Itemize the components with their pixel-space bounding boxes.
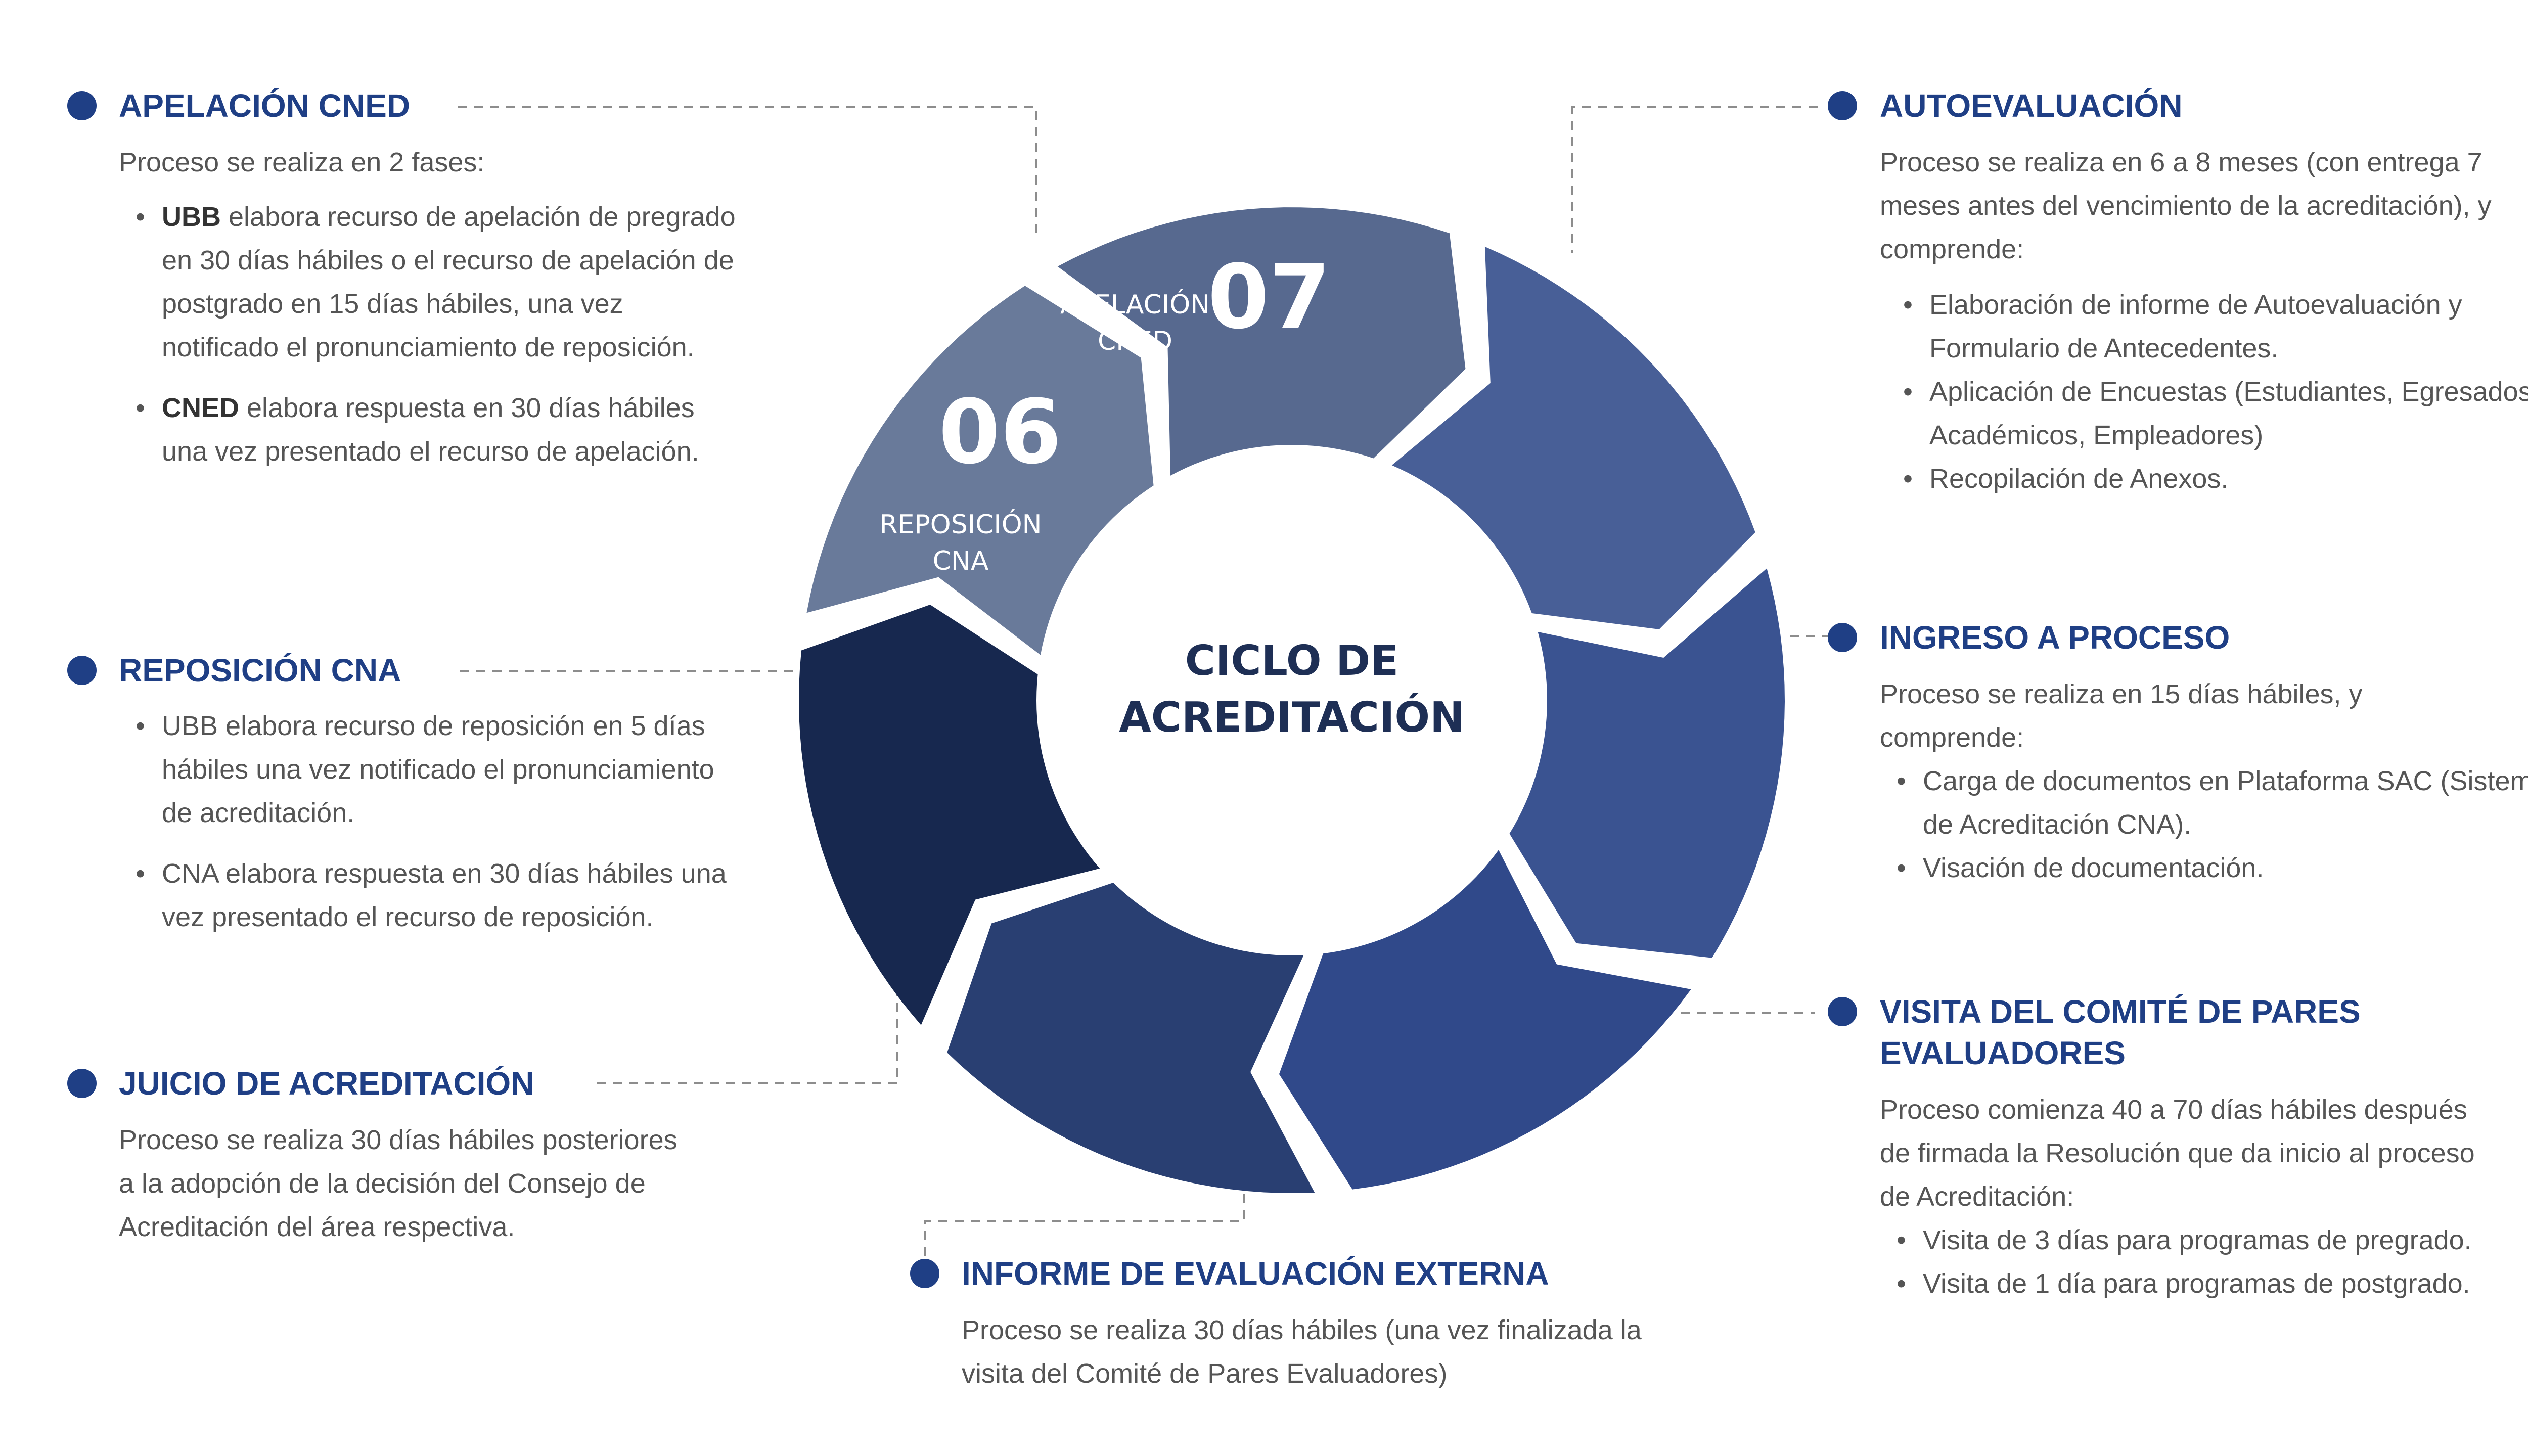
list-item: • UBB elabora recurso de reposición en 5… <box>136 704 745 835</box>
connector-juicio <box>597 986 898 1084</box>
list-item: • Aplicación de Encuestas (Estudiantes, … <box>1903 370 2528 457</box>
list-item-text: elabora recurso de apelación de pregrado… <box>162 202 736 362</box>
panel-informe-evaluacion-externa: INFORME DE EVALUACIÓN EXTERNA Proceso se… <box>910 1253 1739 1395</box>
list-item-text: Elaboración de informe de Autoevaluación… <box>1929 290 2462 363</box>
list-item: • UBB elabora recurso de apelación de pr… <box>136 195 745 369</box>
panel-title: APELACIÓN CNED <box>119 87 411 124</box>
panel-title: JUICIO DE ACREDITACIÓN <box>119 1065 534 1102</box>
list-item-text: Aplicación de Encuestas (Estudiantes, Eg… <box>1929 377 2528 450</box>
list-item-strong: UBB <box>162 202 221 232</box>
panel-autoevaluacion: AUTOEVALUACIÓN Proceso se realiza en 6 a… <box>1828 85 2528 500</box>
panel-list: • UBB elabora recurso de apelación de pr… <box>136 195 745 473</box>
panel-list: • Elaboración de informe de Autoevaluaci… <box>1903 283 2528 500</box>
bullet-icon: • <box>1897 1268 1906 1299</box>
list-item: • Elaboración de informe de Autoevaluaci… <box>1903 283 2528 370</box>
panel-head: INGRESO A PROCESO <box>1828 617 2528 658</box>
list-item-text: Visita de 3 días para programas de pregr… <box>1923 1225 2472 1255</box>
panel-intro: Proceso se realiza en 2 fases: <box>119 147 485 177</box>
bullet-icon: • <box>136 202 145 232</box>
panel-head: JUICIO DE ACREDITACIÓN <box>67 1063 745 1104</box>
bullet-icon: • <box>1897 766 1906 796</box>
segment-number-06: 06 <box>938 381 1062 484</box>
bullet-icon: • <box>136 858 145 889</box>
connector-apelacion <box>458 106 1037 238</box>
list-item: • Visita de 1 día para programas de post… <box>1897 1262 2487 1305</box>
panel-intro: Proceso se realiza en 15 días hábiles, y… <box>1880 679 2363 753</box>
panel-list: • Visita de 3 días para programas de pre… <box>1897 1218 2487 1305</box>
list-item-text: Visita de 1 día para programas de postgr… <box>1923 1268 2470 1299</box>
bullet-dot-icon <box>1828 91 1857 120</box>
list-item: • Visación de documentación. <box>1897 846 2436 890</box>
segment-number-07: 07 <box>1207 246 1331 349</box>
list-item-text: Recopilación de Anexos. <box>1929 464 2229 494</box>
bullet-icon: • <box>1903 377 1913 407</box>
panel-list: • UBB elabora recurso de reposición en 5… <box>136 704 745 939</box>
bullet-dot-icon <box>1828 997 1857 1026</box>
cycle-segment-03 <box>1391 246 1755 629</box>
bullet-icon: • <box>1897 1225 1906 1255</box>
list-item: • Carga de documentos en Plataforma SAC … <box>1897 759 2528 846</box>
panel-title: INGRESO A PROCESO <box>1880 619 2230 656</box>
bullet-icon: • <box>1903 464 1913 494</box>
panel-head: APELACIÓN CNED <box>67 85 745 126</box>
list-item-text: Carga de documentos en Plataforma SAC (S… <box>1923 766 2528 840</box>
panel-intro: Proceso se realiza en 6 a 8 meses (con e… <box>1880 147 2492 264</box>
list-item-text: UBB elabora recurso de reposición en 5 d… <box>162 711 714 828</box>
panel-head: AUTOEVALUACIÓN <box>1828 85 2528 126</box>
cycle-segment-01 <box>806 286 1154 655</box>
panel-juicio-acreditacion: JUICIO DE ACREDITACIÓN Proceso se realiz… <box>67 1063 745 1249</box>
panel-title: AUTOEVALUACIÓN <box>1880 87 2183 124</box>
panel-ingreso-a-proceso: INGRESO A PROCESO Proceso se realiza en … <box>1828 617 2528 890</box>
panel-visita-comite: VISITA DEL COMITÉ DE PARES EVALUADORES P… <box>1828 991 2528 1305</box>
list-item: • Visita de 3 días para programas de pre… <box>1897 1218 2487 1262</box>
cycle-segment-04 <box>1509 568 1785 958</box>
bullet-dot-icon <box>67 656 97 685</box>
panel-head: INFORME DE EVALUACIÓN EXTERNA <box>910 1253 1739 1294</box>
panel-title: INFORME DE EVALUACIÓN EXTERNA <box>962 1255 1549 1292</box>
panel-intro: Proceso se realiza 30 días hábiles (una … <box>962 1315 1642 1389</box>
panel-head: VISITA DEL COMITÉ DE PARES EVALUADORES <box>1828 991 2528 1074</box>
panel-title: VISITA DEL COMITÉ DE PARES EVALUADORES <box>1880 993 2361 1071</box>
panel-intro: Proceso comienza 40 a 70 días hábiles de… <box>1880 1095 2475 1212</box>
bullet-icon: • <box>136 711 145 741</box>
panel-head: REPOSICIÓN CNA <box>67 650 745 691</box>
bullet-icon: • <box>136 393 145 423</box>
list-item-text: CNA elabora respuesta en 30 días hábiles… <box>162 858 727 932</box>
cycle-segment-02 <box>1057 207 1466 476</box>
bullet-dot-icon <box>1828 623 1857 652</box>
list-item: • Recopilación de Anexos. <box>1903 457 2528 500</box>
segment-label-06: REPOSICIÓN <box>879 509 1042 540</box>
bullet-icon: • <box>1903 290 1913 320</box>
bullet-icon: • <box>1897 853 1906 883</box>
list-item: • CNA elabora respuesta en 30 días hábil… <box>136 852 745 939</box>
cycle-segment-06 <box>947 883 1315 1193</box>
center-title-line2: ACREDITACIÓN <box>1119 693 1464 742</box>
segment-label-06: CNA <box>933 546 989 576</box>
list-item: • CNED elabora respuesta en 30 días hábi… <box>136 386 745 473</box>
cycle-segment-05 <box>1279 850 1691 1190</box>
panel-list: • Carga de documentos en Plataforma SAC … <box>1897 759 2528 890</box>
cycle-segment-07 <box>799 605 1100 1025</box>
list-item-text: Visación de documentación. <box>1923 853 2264 883</box>
list-item-text: elabora respuesta en 30 días hábiles una… <box>162 393 699 467</box>
panel-reposicion-cna: REPOSICIÓN CNA • UBB elabora recurso de … <box>67 650 745 956</box>
cycle-segments: 01AUTOEVALUACIÓN02INGRESO APROCESO03VISI… <box>799 207 1785 1193</box>
connector-lines <box>458 106 1830 1256</box>
panel-apelacion-cned: APELACIÓN CNED Proceso se realiza en 2 f… <box>67 85 745 490</box>
bullet-dot-icon <box>67 91 97 120</box>
list-item-strong: CNED <box>162 393 240 423</box>
center-circle <box>1079 488 1504 913</box>
center-title-line1: CICLO DE <box>1185 637 1399 685</box>
connector-informe <box>924 1173 1245 1256</box>
segment-label-07: APELACIÓN <box>1060 289 1210 320</box>
bullet-dot-icon <box>910 1259 939 1288</box>
connector-autoevaluacion <box>1571 106 1818 253</box>
segment-label-07: CNED <box>1098 326 1172 356</box>
panel-intro: Proceso se realiza 30 días hábiles poste… <box>119 1125 678 1242</box>
panel-title: REPOSICIÓN CNA <box>119 652 401 689</box>
bullet-dot-icon <box>67 1069 97 1098</box>
